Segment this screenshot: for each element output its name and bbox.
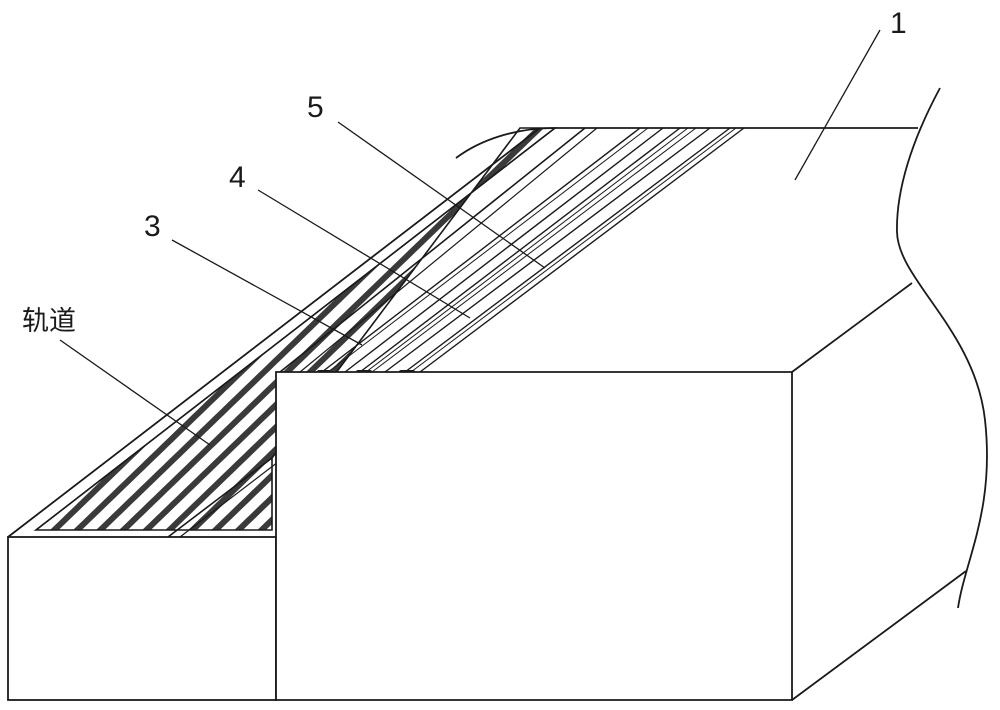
label-part-3: 3 — [144, 210, 161, 243]
label-part-4: 4 — [229, 161, 246, 194]
leader-4 — [257, 189, 471, 319]
label-part-5: 5 — [307, 91, 324, 124]
left-block — [7, 536, 277, 701]
leader-5 — [337, 121, 546, 269]
track-slats — [7, 127, 598, 538]
label-track: 轨道 — [22, 306, 76, 336]
leader-3 — [171, 239, 363, 346]
leader-track — [59, 339, 211, 446]
leader-1 — [794, 29, 881, 181]
rail-strips — [321, 127, 745, 373]
leader-lines — [59, 29, 881, 446]
label-part-1: 1 — [890, 7, 907, 40]
main-block — [275, 87, 988, 701]
